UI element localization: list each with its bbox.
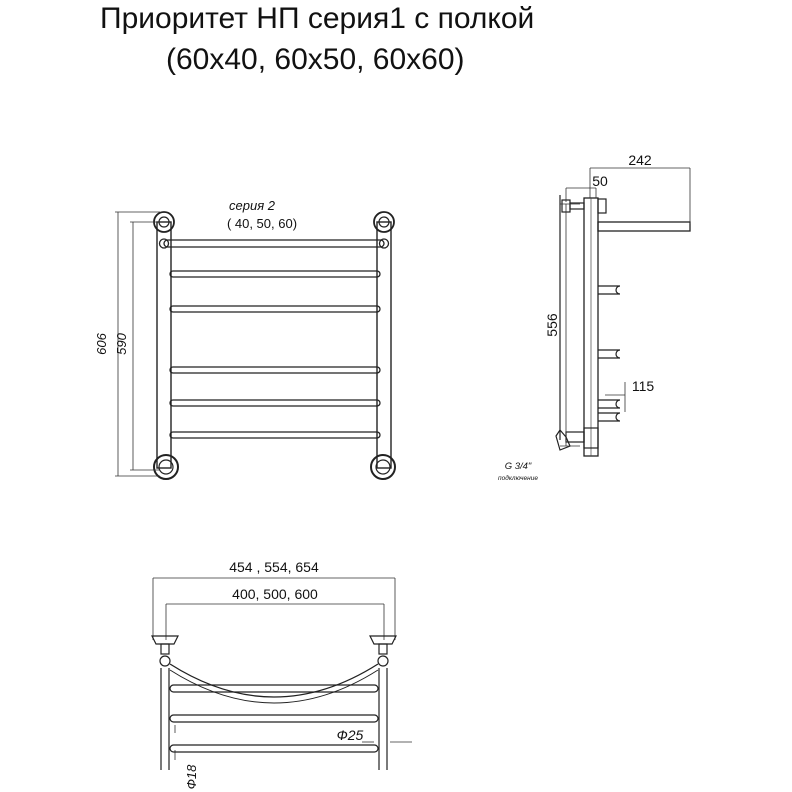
thread-label: G 3/4"	[505, 461, 532, 472]
shelf-bar	[597, 221, 691, 232]
top-dimensions	[152, 577, 412, 760]
connection-label: подключение	[498, 474, 538, 482]
height-outer-label: 606	[94, 332, 109, 354]
bottom-valve	[555, 427, 599, 451]
top-view-bars	[169, 684, 379, 753]
bottom-right-fitting	[370, 454, 396, 480]
crossbar-3	[169, 305, 381, 313]
page-title: Приоритет НП серия1 с полкой	[100, 2, 535, 35]
series-label: серия 2	[229, 198, 276, 213]
top-left-mount	[151, 635, 179, 667]
curved-shelf	[169, 663, 379, 698]
depth-total-label: 242	[628, 152, 652, 168]
crossbar-6	[169, 431, 381, 439]
tube-diameter-label: Ф25	[337, 727, 364, 743]
bottom-left-fitting	[153, 454, 179, 480]
sizes-label: ( 40, 50, 60)	[227, 216, 297, 231]
side-height-label: 556	[544, 313, 560, 337]
left-post	[156, 221, 172, 469]
wall-offset-label: 50	[592, 173, 608, 189]
height-dimensions	[115, 211, 160, 477]
side-view: 242 50 556 115 G 3/4" подключение	[498, 152, 691, 482]
bar-diameter-label: Ф18	[184, 764, 199, 790]
width-outer-label: 454 , 554, 654	[229, 559, 319, 575]
side-dimensions	[560, 167, 691, 447]
height-inner-label: 590	[114, 332, 129, 354]
shelf-offset-label: 115	[632, 378, 655, 394]
crossbar-4	[169, 366, 381, 374]
top-right-fitting	[373, 211, 395, 233]
crossbar-1	[163, 239, 385, 248]
right-post	[376, 221, 392, 469]
width-inner-label: 400, 500, 600	[232, 586, 318, 602]
front-view: 606 590 серия 2 ( 40, 50, 60)	[94, 198, 396, 480]
top-view: 454 , 554, 654 400, 500, 600 Ф25 Ф18	[151, 559, 412, 790]
page-subtitle: (60х40, 60х50, 60х60)	[166, 43, 465, 76]
crossbars	[158, 238, 390, 439]
crossbar-stubs	[598, 285, 621, 422]
crossbar-2	[169, 270, 381, 278]
crossbar-5	[169, 399, 381, 407]
top-right-mount	[369, 635, 397, 667]
